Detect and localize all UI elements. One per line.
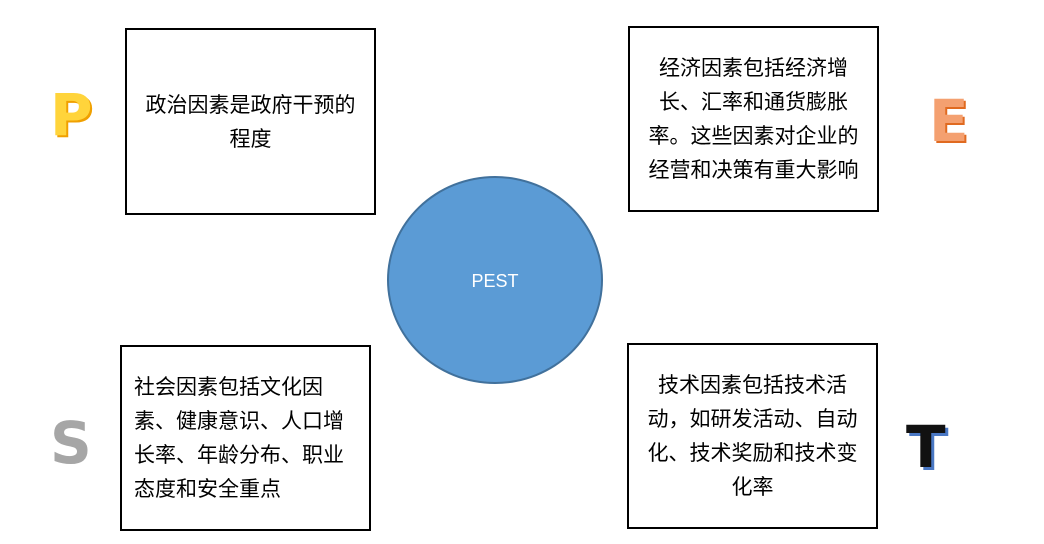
social-factor-box: 社会因素包括文化因素、健康意识、人口增长率、年龄分布、职业态度和安全重点 [120, 345, 371, 531]
letter-e-economic: E [929, 87, 969, 155]
pest-center-circle: PEST [387, 176, 603, 384]
pest-center-label: PEST [471, 270, 519, 291]
social-factor-text: 社会因素包括文化因素、健康意识、人口增长率、年龄分布、职业态度和安全重点 [134, 375, 344, 501]
political-factor-text: 政治因素是政府干预的程度 [145, 92, 356, 151]
technological-factor-text: 技术因素包括技术活动，如研发活动、自动化、技术奖励和技术变化率 [647, 373, 858, 499]
letter-p-political: P [50, 81, 93, 149]
technological-factor-box: 技术因素包括技术活动，如研发活动、自动化、技术奖励和技术变化率 [627, 343, 878, 529]
letter-t-technological: T [906, 413, 946, 481]
political-factor-box: 政治因素是政府干预的程度 [125, 28, 376, 215]
economic-factor-box: 经济因素包括经济增长、汇率和通货膨胀率。这些因素对企业的经营和决策有重大影响 [628, 26, 879, 212]
letter-s-social: S [50, 409, 92, 477]
economic-factor-text: 经济因素包括经济增长、汇率和通货膨胀率。这些因素对企业的经营和决策有重大影响 [648, 56, 859, 182]
